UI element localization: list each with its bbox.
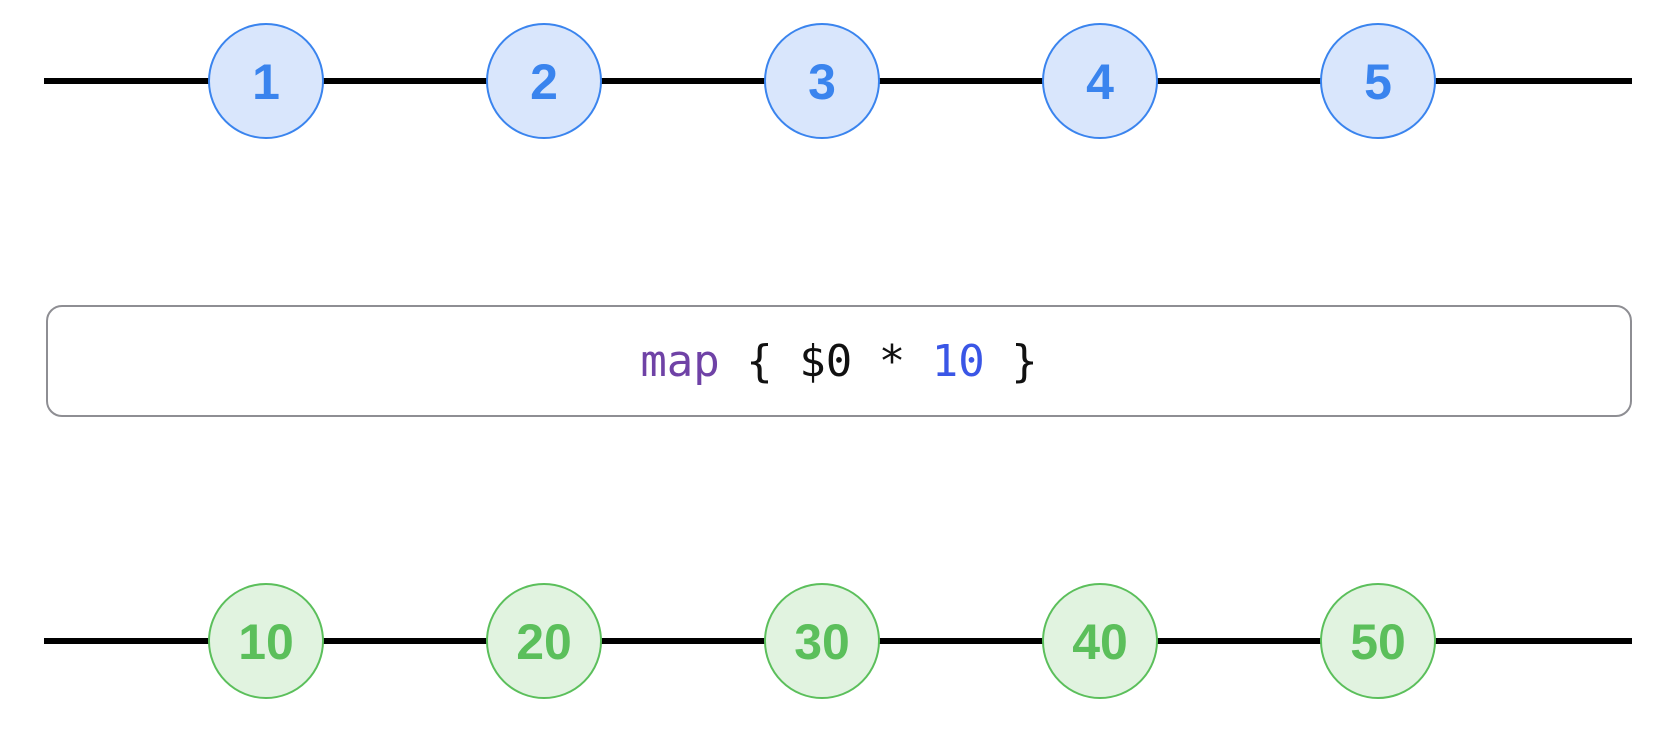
output-marble-label: 10 bbox=[238, 614, 294, 670]
output-marble bbox=[764, 583, 880, 699]
input-marble-label: 4 bbox=[1086, 54, 1114, 110]
input-marble bbox=[1320, 23, 1436, 139]
output-marbles: 10 20 30 40 50 bbox=[208, 583, 1436, 699]
operator-closure-start: { $0 * bbox=[719, 335, 932, 387]
output-marble-label: 40 bbox=[1072, 614, 1128, 670]
input-marble bbox=[764, 23, 880, 139]
output-marble-label: 50 bbox=[1350, 614, 1406, 670]
input-marble-label: 1 bbox=[252, 54, 280, 110]
output-marble-label: 30 bbox=[794, 614, 850, 670]
input-marble bbox=[1042, 23, 1158, 139]
output-marble bbox=[1320, 583, 1436, 699]
output-marble bbox=[486, 583, 602, 699]
output-marble bbox=[1042, 583, 1158, 699]
input-marbles: 1 2 3 4 5 bbox=[208, 23, 1436, 139]
operator-closure-end: } bbox=[984, 335, 1038, 387]
operator-box: map { $0 * 10 } bbox=[46, 305, 1632, 417]
operator-keyword: map bbox=[640, 335, 720, 387]
input-marble-label: 3 bbox=[808, 54, 836, 110]
operator-number: 10 bbox=[931, 335, 985, 387]
output-marble bbox=[208, 583, 324, 699]
input-marble bbox=[486, 23, 602, 139]
input-marble-label: 2 bbox=[530, 54, 558, 110]
input-marble bbox=[208, 23, 324, 139]
input-marble-label: 5 bbox=[1364, 54, 1392, 110]
output-marble-label: 20 bbox=[516, 614, 572, 670]
